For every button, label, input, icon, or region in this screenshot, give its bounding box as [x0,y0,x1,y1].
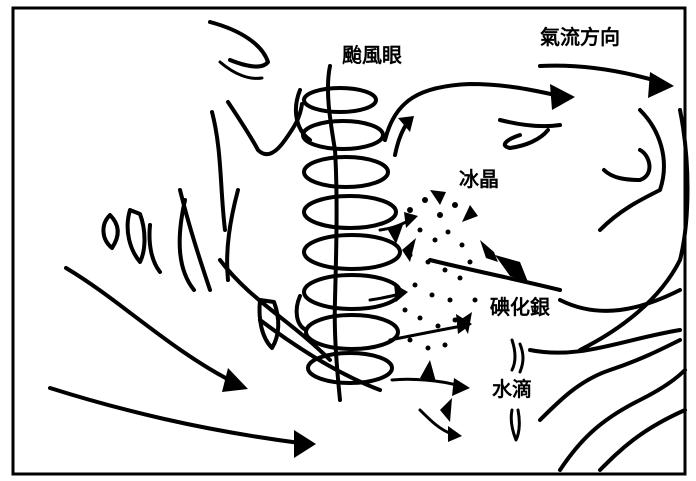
arrowhead [456,314,472,334]
arrowhead [294,430,316,458]
ice-crystal-label: 冰晶 [457,167,501,191]
ice-speck [445,229,451,235]
ice-speck [459,242,465,248]
ice-blob [440,398,452,422]
arrowhead [448,426,462,442]
ice-speck [412,282,418,288]
ice-speck [452,202,458,208]
ice-speck [422,197,428,203]
ice-speck [442,267,448,273]
ice-speck [425,259,431,265]
silver-iodide-label: 碘化銀 [488,295,552,319]
rain-bands-left [101,20,312,350]
ice-speck [417,227,423,233]
ice-crystal-cluster [388,190,528,422]
ice-blob [462,205,478,222]
arrowhead [222,368,248,392]
ice-speck [432,237,438,243]
arrowhead [452,378,470,396]
water-droplets [509,338,525,442]
inner-arrows [368,212,472,442]
airflow-direction-label: 氣流方向 [538,25,622,49]
ice-speck [429,292,435,298]
ice-blob [480,240,498,262]
ice-speck [407,337,413,343]
ice-speck [417,315,423,321]
arrowhead [398,116,414,132]
rain-bands-right [428,108,690,472]
ice-speck [435,323,441,329]
ice-speck [447,297,453,303]
ice-speck [425,345,431,351]
ice-speck [457,275,463,281]
arrowhead [550,84,575,110]
ice-speck [402,307,408,313]
arrowhead [404,212,418,228]
ice-speck [442,342,448,348]
ice-blob [420,360,436,382]
arrowhead [648,72,674,98]
ice-blob [402,238,416,262]
arrowhead [394,284,408,302]
ice-speck [467,259,473,265]
ice-blob [495,255,528,282]
ice-speck [472,297,478,303]
ice-blob [430,190,446,205]
eyewall-spiral [301,64,402,402]
ice-speck [452,317,458,323]
typhoon-eye-label: 颱風眼 [340,43,404,67]
airflow-arrows-top [383,63,674,157]
inflow-arrows [48,258,382,458]
ice-blob [388,222,404,244]
ice-speck [437,212,443,218]
water-droplet-label: 水滴 [490,377,534,401]
ice-speck [407,207,413,213]
